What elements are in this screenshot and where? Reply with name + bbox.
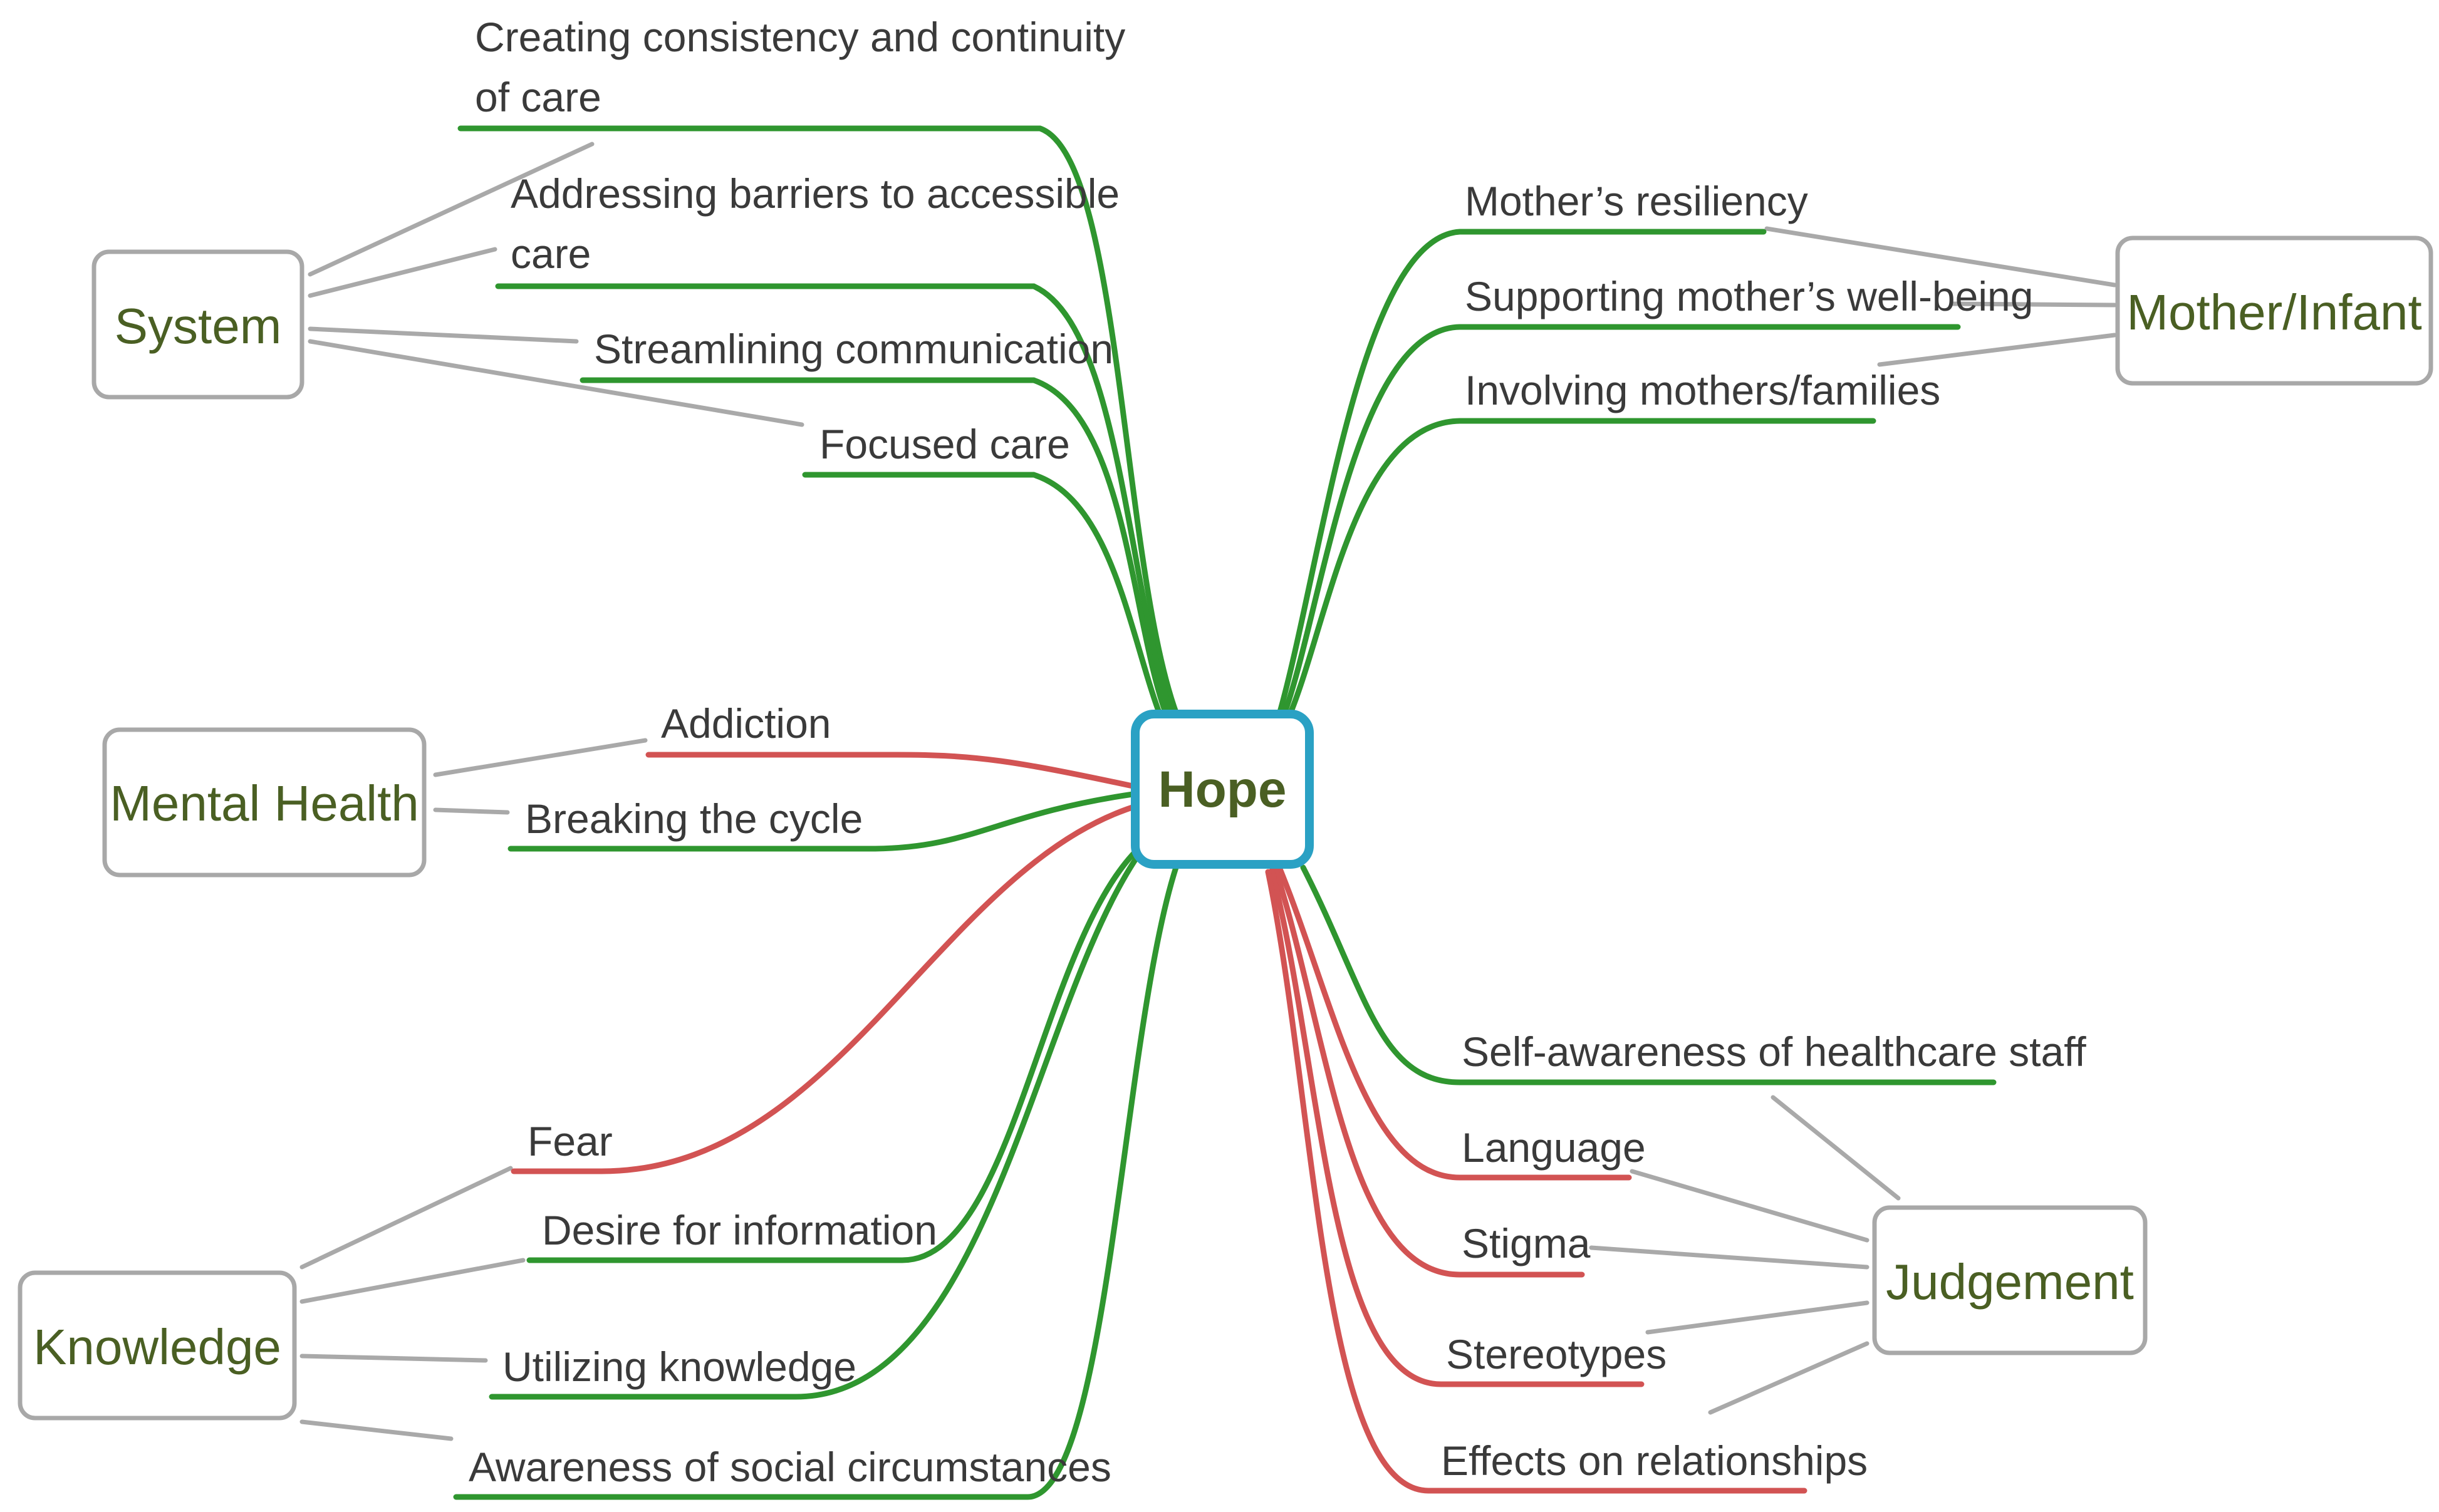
theme-stereotypes: Stereotypes — [1446, 1331, 1667, 1377]
hub-branches — [453, 125, 1997, 1500]
connector-knowledge-desire — [299, 1258, 526, 1304]
theme-streamlining: Streamlining communication — [594, 326, 1113, 372]
branch-wellbeing — [1280, 324, 1961, 720]
theme-barriers-line2: care — [511, 230, 591, 277]
connector-mother-wellbeing — [1949, 301, 2117, 308]
connector-judgement-self-awareness — [1771, 1095, 1901, 1201]
theme-resiliency: Mother’s resiliency — [1465, 178, 1808, 224]
theme-consistency-line2: of care — [475, 74, 601, 120]
category-knowledge-label: Knowledge — [33, 1319, 281, 1375]
theme-utilizing: Utilizing knowledge — [502, 1344, 856, 1390]
branch-awareness — [453, 862, 1180, 1500]
category-judgement-label: Judgement — [1886, 1254, 2134, 1310]
branch-fear — [511, 802, 1143, 1174]
category-mother-infant-box — [2115, 236, 2433, 386]
connector-judgement-effects — [1708, 1341, 1870, 1415]
branch-stigma — [1272, 866, 1585, 1278]
theme-involving: Involving mothers/families — [1465, 367, 1940, 413]
branch-language — [1276, 864, 1632, 1181]
branch-barriers — [495, 283, 1176, 720]
theme-stigma: Stigma — [1462, 1220, 1591, 1266]
category-mother-infant-label: Mother/Infant — [2126, 284, 2421, 340]
theme-barriers-line1: Addressing barriers to accessible — [511, 170, 1120, 217]
branch-consistency — [457, 125, 1180, 717]
category-connectors — [299, 142, 2117, 1441]
connector-judgement-stigma — [1589, 1245, 1870, 1270]
hub-box — [1131, 710, 1314, 869]
connector-judgement-language — [1630, 1169, 1870, 1243]
theme-fear: Fear — [528, 1118, 613, 1164]
branch-self-awareness — [1300, 864, 1997, 1085]
category-system-box — [91, 249, 304, 400]
branch-effects — [1265, 869, 1807, 1494]
theme-focused: Focused care — [819, 421, 1070, 467]
hub-node: Hope — [1131, 710, 1314, 869]
theme-effects: Effects on relationships — [1441, 1437, 1868, 1484]
connector-knowledge-fear — [299, 1166, 513, 1270]
category-judgement: Judgement — [1872, 1205, 2148, 1355]
category-system-label: System — [115, 298, 282, 354]
branch-resiliency — [1276, 229, 1767, 717]
theme-awareness: Awareness of social circumstances — [469, 1444, 1111, 1490]
category-judgement-box — [1872, 1205, 2148, 1355]
category-mental-health: Mental Health — [102, 727, 427, 878]
theme-consistency-line1: Creating consistency and continuity — [475, 14, 1125, 60]
connector-judgement-stereotypes — [1645, 1300, 1870, 1335]
connector-knowledge-utilizing — [299, 1354, 488, 1363]
theme-wellbeing: Supporting mother’s well-being — [1465, 273, 2033, 319]
category-system: System — [91, 249, 304, 400]
connector-system-barriers — [308, 247, 497, 298]
connector-knowledge-awareness — [299, 1419, 454, 1441]
branch-involving — [1284, 418, 1876, 723]
theme-language: Language — [1462, 1124, 1646, 1171]
category-knowledge: Knowledge — [18, 1270, 297, 1421]
theme-addiction: Addiction — [661, 700, 831, 747]
branch-breaking — [507, 791, 1136, 852]
category-mental-health-label: Mental Health — [110, 775, 419, 831]
theme-breaking: Breaking the cycle — [525, 795, 863, 842]
branch-desire — [526, 842, 1145, 1263]
hub-label: Hope — [1158, 761, 1287, 818]
branch-addiction — [645, 752, 1136, 789]
branch-stereotypes — [1269, 867, 1645, 1387]
connector-mother-resiliency — [1764, 226, 2117, 287]
connector-system-consistency — [308, 142, 595, 277]
connector-system-streamlining — [308, 326, 579, 344]
connector-mother-involving — [1877, 333, 2117, 367]
branch-utilizing — [489, 847, 1145, 1400]
category-mother-infant: Mother/Infant — [2115, 236, 2433, 386]
connector-mental-breaking — [433, 807, 510, 815]
category-mental-health-box — [102, 727, 427, 878]
connector-system-focused — [308, 339, 804, 427]
connector-mental-addiction — [433, 738, 648, 777]
theme-desire: Desire for information — [542, 1207, 937, 1253]
category-knowledge-box — [18, 1270, 297, 1421]
branch-focused — [802, 472, 1167, 728]
theme-self-awareness: Self-awareness of healthcare staff — [1462, 1028, 2086, 1075]
branch-streamlining — [580, 377, 1172, 723]
theme-labels: Creating consistency and continuity of c… — [469, 14, 2086, 1490]
